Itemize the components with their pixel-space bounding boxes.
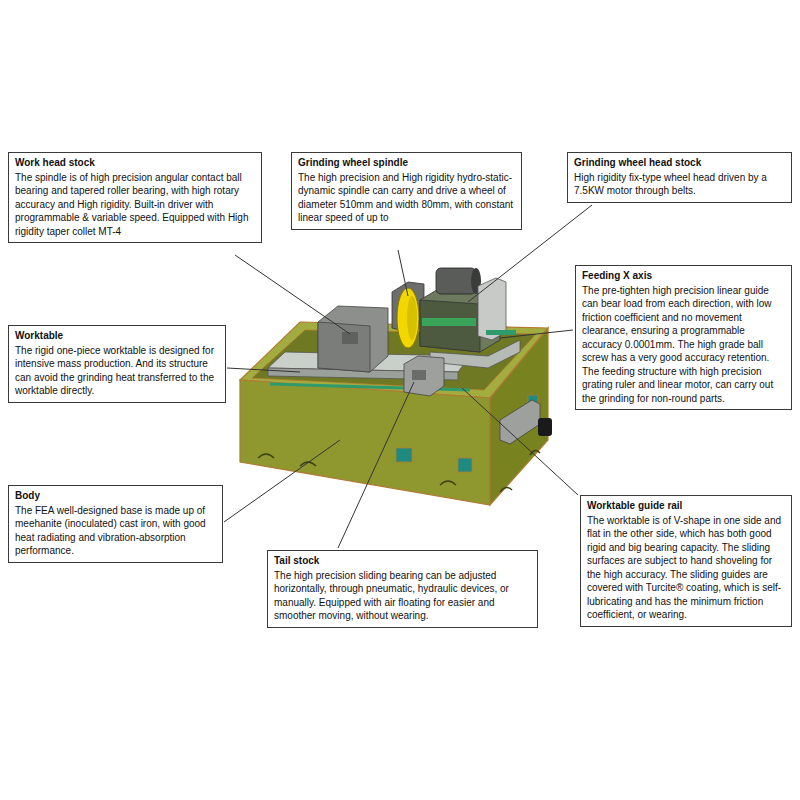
leader-line [224,440,340,522]
leader-line [398,250,408,296]
callout-box: Grinding wheel head stockHigh rigidity f… [567,152,792,203]
callout-heading: Grinding wheel head stock [574,156,785,170]
callout-box: Grinding wheel spindleThe high precision… [291,152,522,230]
base-front [240,380,490,505]
access-panel [458,458,472,472]
callout-body: The pre-tighten high precision linear gu… [582,284,785,406]
leader-line [462,388,578,495]
wheel-head-front [420,300,480,352]
callout-body: The high precision sliding bearing can b… [274,569,531,623]
leader-line [227,368,300,372]
grinding-wheel-face [407,296,417,340]
callout-body: The FEA well-designed base is made up of… [15,504,216,558]
callout-body: The worktable is of V-shape in one side … [587,514,785,622]
callout-box: Work head stockThe spindle is of high pr… [8,152,262,243]
callout-body: The spindle is of high precision angular… [15,171,255,239]
leader-lines [224,205,592,548]
feeding-guide [486,330,516,335]
leader-line [235,255,350,334]
grinding-wheel [397,288,419,348]
callout-heading: Worktable guide rail [587,499,785,513]
screw-end [538,418,552,436]
callout-heading: Worktable [15,329,219,343]
work-head-stock [318,306,388,372]
callout-heading: Feeding X axis [582,269,785,283]
leader-line [338,382,414,548]
wheel-head-motor [436,268,476,294]
callout-box: Feeding X axisThe pre-tighten high preci… [575,265,792,410]
callout-heading: Grinding wheel spindle [298,156,515,170]
callout-box: BodyThe FEA well-designed base is made u… [8,485,223,563]
callout-body: The high precision and High rigidity hyd… [298,171,515,225]
leader-line [500,330,573,338]
access-panel [396,448,412,462]
screw-housing [500,400,540,444]
callout-box: Worktable guide railThe worktable is of … [580,495,792,627]
callout-box: WorktableThe rigid one-piece worktable i… [8,325,226,403]
callout-box: Tail stockThe high precision sliding bea… [267,550,538,628]
callout-heading: Work head stock [15,156,255,170]
callout-body: The rigid one-piece worktable is designe… [15,344,219,398]
wheel-head-stripe [422,318,476,326]
tail-stock-port [412,370,426,380]
callout-heading: Tail stock [274,554,531,568]
callout-body: High rigidity fix-type wheel head driven… [574,171,785,198]
callout-heading: Body [15,489,216,503]
